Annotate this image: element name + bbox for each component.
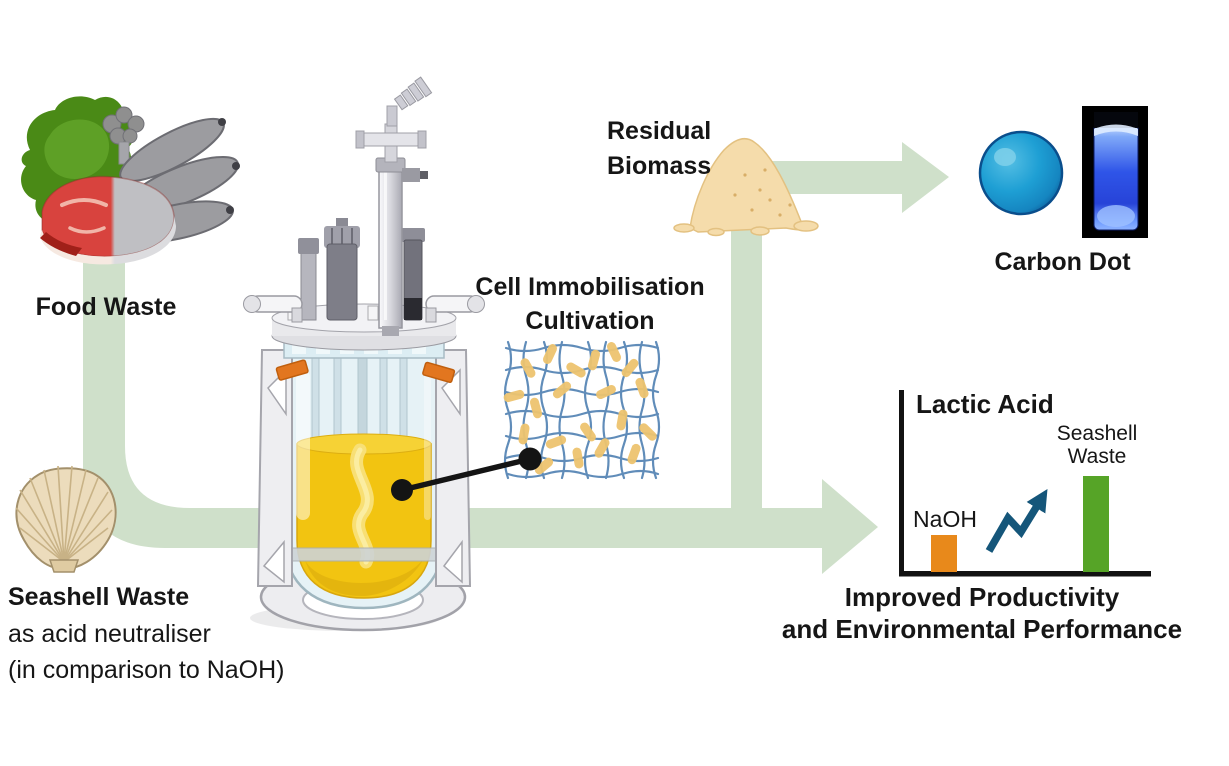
y-axis [899,390,904,576]
seashell-waste-label: Seashell Waste as acid neutraliser (in c… [8,582,284,685]
food-waste-label: Food Waste [35,293,177,321]
magnifier-connector [391,447,542,501]
cell-immobilisation-line1: Cell Immobilisation [475,273,705,301]
shell-ribs [15,465,113,563]
flow-carbon-dot-arrow [762,142,949,213]
broccoli-grayscale [102,106,145,165]
chart-bar-naoh [931,535,957,572]
kale-leaf-inner [44,119,110,179]
support-band [282,547,446,562]
fluorescent-cuvette [1082,106,1148,238]
residual-biomass-label: Residual Biomass [607,114,711,184]
immobilised-cells [503,342,657,475]
chart-bar-label-naoh: NaOH [913,506,977,532]
flow-biomass-branch [731,205,762,548]
seashell-waste-title: Seashell Waste [8,583,190,611]
food-waste-illustration [21,96,240,265]
carbon-dot-sphere [978,130,1064,216]
shell-hinge [48,559,80,573]
condenser-column [355,76,433,336]
seashell-waste-subtitle2: (in comparison to NaOH) [8,656,285,684]
broth-bottom-shade [305,558,424,596]
chart-bar-label-seashell: Seashell Waste [1056,422,1138,468]
carbon-dot-label: Carbon Dot [994,248,1131,276]
stand-uprights [256,349,472,587]
outcome-line2: and Environmental Performance [781,614,1183,644]
residual-biomass-line2: Biomass [607,152,712,180]
side-handles [243,295,485,323]
cell-immobilisation-label: Cell Immobilisation Cultivation [455,270,725,338]
biomass-pile [673,137,819,237]
chart-title: Lactic Acid [916,389,1054,419]
orange-clamps [275,359,456,384]
bioreactor [243,76,485,632]
seashell-illustration [15,465,117,573]
chart-bar-seashell [1083,476,1109,572]
flow-main-arrow [83,256,878,574]
seashell-waste-subtitle1: as acid neutraliser [8,620,211,648]
outcome-line1: Improved Productivity [844,582,1120,612]
x-axis [899,571,1151,577]
vessel-highlight [296,370,310,520]
outcome-label: Improved Productivity and Environmental … [735,581,1229,645]
lactic-acid-chart [899,390,1151,577]
trend-arrow-line [985,488,1048,553]
steak-half-color [40,175,176,265]
cell-immobilisation-line2: Cultivation [525,307,655,335]
cell-immobilisation-mesh [503,340,661,480]
lid-ports [287,218,425,321]
process-flow-arrows [83,142,949,574]
hose-barb [393,76,433,111]
pile-speckles [733,168,792,217]
residual-biomass-line1: Residual [607,117,712,145]
